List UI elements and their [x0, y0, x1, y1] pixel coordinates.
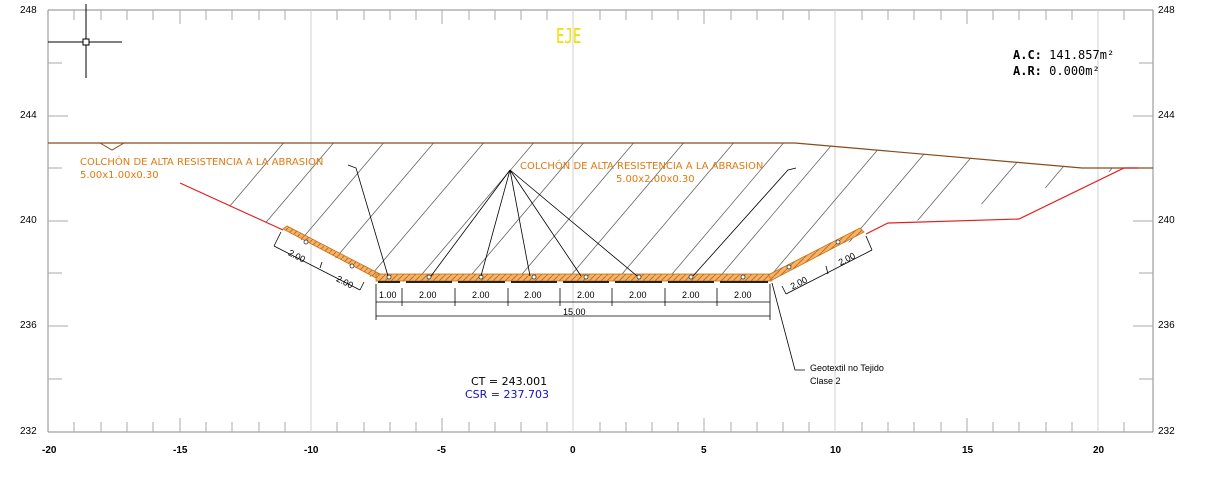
base-dim-1: 1.00	[379, 290, 397, 300]
excavation-hatch	[149, 143, 1124, 281]
y-tick-left-236: 236	[20, 320, 37, 331]
leader-lines	[347, 164, 805, 371]
slope-mattress-title: COLCHÓN DE ALTA RESISTENCIA A LA ABRASIO…	[80, 157, 324, 168]
x-tick-5: 5	[701, 445, 707, 456]
fill-area-key: A.R:	[1013, 64, 1042, 78]
x-tick-20: 20	[1093, 445, 1105, 456]
base-dim-8: 2.00	[734, 290, 752, 300]
y-tick-left-244: 244	[20, 110, 37, 121]
plot-frame	[47, 9, 1154, 433]
y-tick-right-236: 236	[1158, 320, 1175, 331]
y-tick-left-248: 248	[20, 5, 37, 16]
mattress-joints	[303, 239, 841, 280]
base-dim-6: 2.00	[629, 290, 647, 300]
x-tick-minus10: -10	[304, 445, 319, 456]
y-tick-right-244: 244	[1158, 110, 1175, 121]
csr-label: CSR = 237.703	[465, 388, 550, 401]
vertical-grid	[310, 10, 1099, 432]
slope-dimension-lines	[273, 231, 873, 295]
axis-title: EJE	[556, 24, 582, 48]
x-tick-15: 15	[962, 445, 974, 456]
y-tick-right-248: 248	[1158, 5, 1175, 16]
base-dim-5: 2.00	[577, 290, 595, 300]
cut-area-label: A.C: 141.857m²	[1013, 48, 1114, 62]
design-section-right	[865, 167, 1138, 235]
base-dim-3: 2.00	[472, 290, 490, 300]
y-tick-left-240: 240	[20, 215, 37, 226]
fill-area-label: A.R: 0.000m²	[1013, 64, 1100, 78]
bottom-ticks	[73, 418, 1125, 432]
horizontal-ticks	[48, 62, 1153, 380]
x-tick-minus20: -20	[42, 445, 57, 456]
base-dimension-lines	[375, 284, 771, 320]
y-tick-right-240: 240	[1158, 215, 1175, 226]
x-tick-minus15: -15	[173, 445, 188, 456]
x-tick-10: 10	[830, 445, 842, 456]
top-ticks	[73, 10, 1125, 24]
slope-mattress-dims: 5.00x1.00x0.30	[80, 170, 159, 181]
base-dim-2: 2.00	[419, 290, 437, 300]
ct-label: CT = 243.001	[471, 375, 548, 388]
y-tick-left-232: 232	[20, 426, 37, 437]
geotextile-label-2: Clase 2	[810, 376, 841, 386]
cut-area-value: 141.857m²	[1049, 48, 1115, 62]
base-mattress-dims: 5.00x2.00x0.30	[616, 174, 695, 185]
x-tick-minus5: -5	[437, 445, 446, 456]
base-mattress	[375, 273, 773, 282]
fill-area-value: 0.000m²	[1049, 64, 1100, 78]
design-section-line	[179, 182, 284, 231]
base-dim-4: 2.00	[524, 290, 542, 300]
base-mattress-title: COLCHÓN DE ALTA RESISTENCIA A LA ABRASIO…	[520, 161, 764, 172]
y-tick-right-232: 232	[1158, 426, 1175, 437]
geotextile-label-1: Geotextil no Tejido	[810, 363, 884, 373]
total-width-dim: 15.00	[563, 307, 586, 317]
base-dim-7: 2.00	[682, 290, 700, 300]
ground-notch	[99, 142, 125, 151]
crosshair-cursor-icon	[48, 4, 122, 78]
cut-area-key: A.C:	[1013, 48, 1042, 62]
x-tick-0: 0	[570, 445, 576, 456]
natural-ground-line	[48, 142, 1153, 169]
